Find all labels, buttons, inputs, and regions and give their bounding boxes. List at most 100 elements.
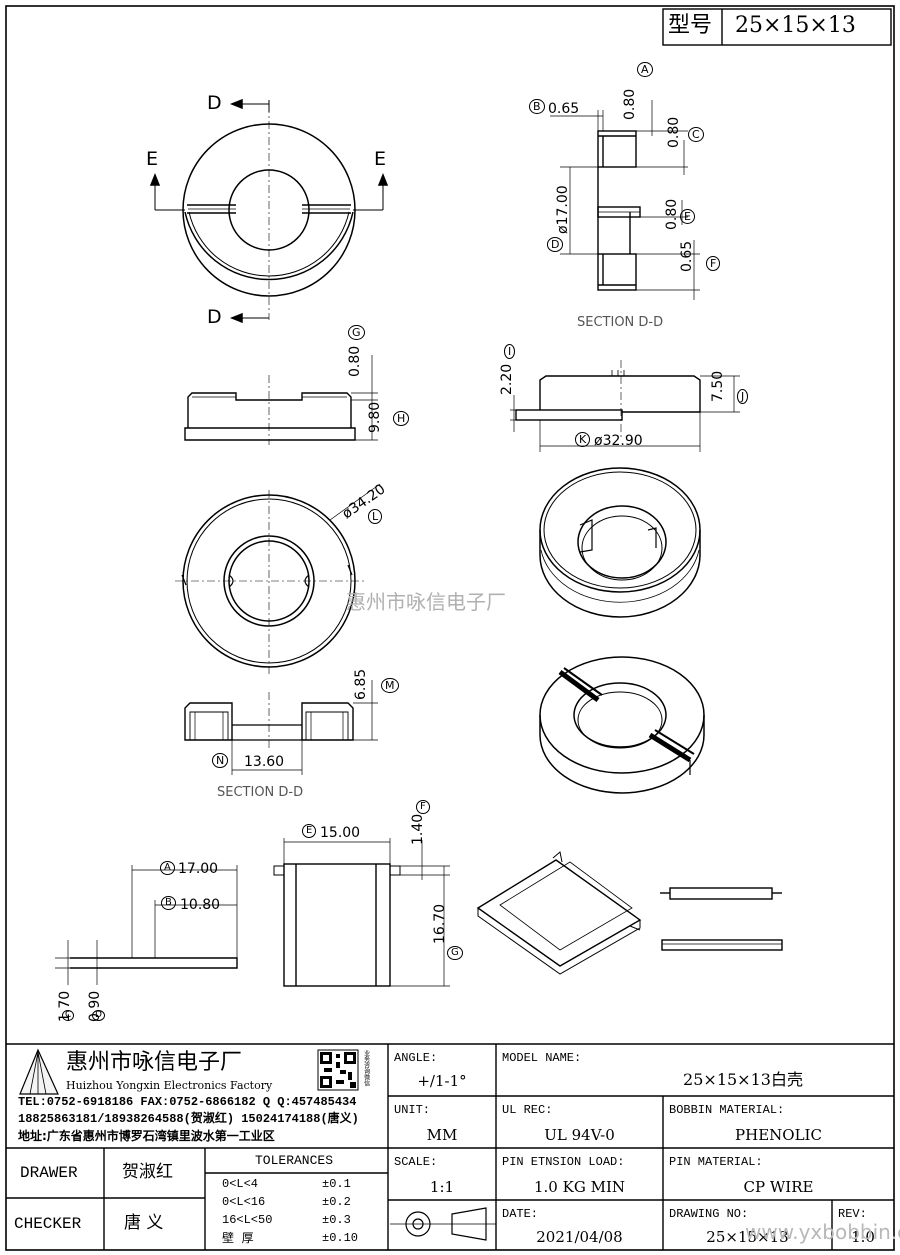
side-view-2 [510, 360, 740, 452]
plate-isometric [476, 851, 642, 975]
rev-value: 1.0 [851, 1228, 875, 1246]
pin-parts [660, 887, 783, 951]
qr-code-icon [317, 1049, 359, 1091]
side-view-1 [184, 355, 378, 445]
scale-value: 1:1 [429, 1178, 455, 1196]
watermark-text: 惠州市咏信电子厂 [346, 590, 506, 614]
checker-label: CHECKER [14, 1215, 82, 1233]
pin-load-label: PIN ETNSION LOAD: [502, 1155, 625, 1169]
tolerances-title: TOLERANCES [255, 1153, 334, 1168]
rev-label: REV: [838, 1207, 867, 1221]
dim-label-d-clip: D [92, 1010, 105, 1021]
checker-value: 唐 义 [124, 1213, 164, 1233]
drawing-no-label: DRAWING NO: [669, 1207, 749, 1221]
bobbin-material-value: PHENOLIC [735, 1126, 822, 1144]
dim-label-b-clip: B [161, 896, 176, 910]
drawer-label: DRAWER [20, 1164, 78, 1182]
dim-value-i: 2.20 [499, 363, 515, 395]
tolerance-value-4: ±0.10 [322, 1231, 359, 1245]
company-phone-line: 18825863181/18938264588(贺淑红) 15024174188… [18, 1112, 359, 1126]
model-name-label: MODEL NAME: [502, 1051, 582, 1065]
dim-value-d: ø17.00 [555, 185, 571, 234]
dim-label-l: L [368, 509, 383, 524]
dim-value-f-plate: 1.40 [410, 813, 426, 845]
plate-view [273, 838, 450, 987]
section-2-title: SECTION D-D [217, 785, 304, 800]
clip-view [55, 865, 238, 985]
isometric-view-2 [539, 656, 705, 794]
tolerance-value-1: ±0.1 [322, 1177, 351, 1191]
unit-label: UNIT: [394, 1103, 431, 1117]
section-view-2 [184, 680, 378, 775]
dim-label-b: B [529, 99, 545, 114]
unit-value: MM [426, 1126, 458, 1144]
company-address: 地址:广东省惠州市博罗石湾镇里波水第一工业区 [18, 1129, 275, 1143]
dim-label-a: A [637, 62, 653, 77]
bobbin-material-label: BOBBIN MATERIAL: [669, 1103, 785, 1117]
cut-label-e-right: E [374, 148, 387, 170]
company-name-cn: 惠州市咏信电子厂 [66, 1050, 243, 1075]
date-label: DATE: [502, 1207, 539, 1221]
dim-label-m: M [381, 678, 399, 693]
site-watermark: www.yxbobbin.com [745, 1220, 900, 1244]
scale-label: SCALE: [394, 1155, 438, 1169]
dim-label-a-clip: A [160, 861, 175, 875]
dim-label-g: G [348, 325, 365, 340]
dim-value-f: 0.65 [679, 240, 695, 272]
model-name-value: 25×15×13白壳 [683, 1070, 803, 1089]
dim-label-c-clip: C [62, 1010, 75, 1021]
angle-label: ANGLE: [394, 1051, 438, 1065]
dim-label-e-plate: E [302, 824, 317, 838]
dim-label-f: F [706, 256, 721, 271]
tolerance-value-3: ±0.3 [322, 1213, 351, 1227]
dim-label-j: J [737, 389, 749, 404]
dim-value-e: 0.80 [664, 198, 680, 230]
company-name-en: Huizhou Yongxin Electronics Factory [66, 1079, 273, 1092]
tolerance-range-2: 0<L<16 [222, 1195, 266, 1209]
company-logo-icon [19, 1048, 59, 1095]
dim-value-m: 6.85 [353, 668, 369, 700]
tolerance-range-3: 16<L<50 [222, 1213, 273, 1227]
top-view [149, 98, 389, 324]
dim-value-k: ø32.90 [594, 433, 643, 449]
dim-value-a-clip: 17.00 [178, 861, 219, 877]
dim-label-k: K [575, 432, 591, 447]
pin-material-value: CP WIRE [743, 1178, 814, 1196]
dim-label-g-plate: G [447, 946, 463, 960]
isometric-view-1 [539, 467, 701, 618]
dim-value-b-clip: 10.80 [180, 897, 221, 913]
dim-label-f-plate: F [416, 800, 430, 814]
drawer-value: 贺淑红 [122, 1162, 173, 1182]
company-tel-line: TEL:0752-6918186 FAX:0752-6866182 Q Q:45… [18, 1095, 357, 1109]
section-1-title: SECTION D-D [577, 315, 664, 330]
cut-label-e-left: E [146, 148, 159, 170]
dim-value-a: 0.80 [622, 88, 638, 120]
dim-value-n: 13.60 [244, 754, 285, 770]
cut-label-d-top: D [207, 92, 222, 114]
dim-label-e: E [680, 209, 695, 224]
angle-value: +/1-1° [417, 1072, 467, 1090]
date-value: 2021/04/08 [536, 1228, 623, 1246]
dim-label-c: C [688, 127, 704, 142]
bottom-view [175, 483, 381, 675]
dim-value-c: 0.80 [666, 116, 682, 148]
dim-label-h: H [393, 411, 410, 426]
drawing-no-value: 25×15×13 [706, 1228, 789, 1246]
dim-label-n: N [212, 753, 229, 768]
title-block-grid [6, 1043, 894, 1250]
section-view-1 [550, 100, 700, 300]
cut-label-d-bottom: D [207, 306, 222, 328]
model-box-label: 型号 [668, 13, 713, 38]
qr-caption: 业务咨询微信 [362, 1050, 370, 1086]
pin-load-value: 1.0 KG MIN [534, 1178, 625, 1196]
dim-value-b: 0.65 [548, 101, 580, 117]
ul-label: UL REC: [502, 1103, 553, 1117]
ul-value: UL 94V-0 [544, 1126, 615, 1144]
tolerance-value-2: ±0.2 [322, 1195, 351, 1209]
dim-value-h: 9.80 [367, 401, 383, 433]
model-box-value: 25×15×13 [735, 13, 856, 38]
dim-value-e-plate: 15.00 [320, 825, 361, 841]
tolerance-range-4: 壁 厚 [222, 1231, 254, 1245]
